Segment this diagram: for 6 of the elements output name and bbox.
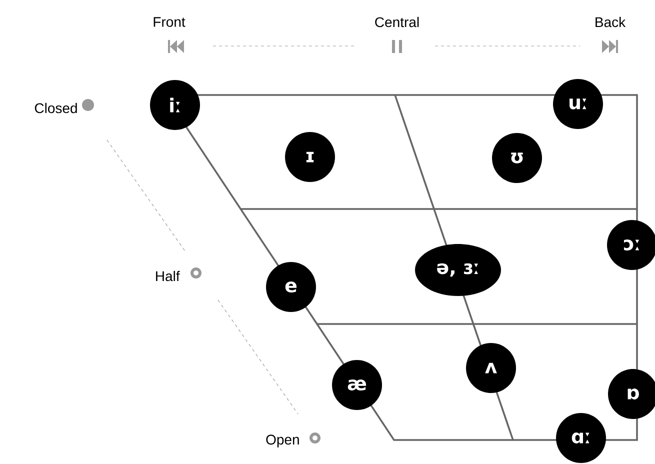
axis-label: Open	[266, 434, 299, 448]
axis-label: Central	[375, 16, 419, 28]
axis-label: Back	[596, 16, 626, 28]
axis-label: Front	[154, 17, 186, 27]
axis-label: Half	[156, 270, 180, 282]
axis-label: Closed	[34, 102, 77, 114]
